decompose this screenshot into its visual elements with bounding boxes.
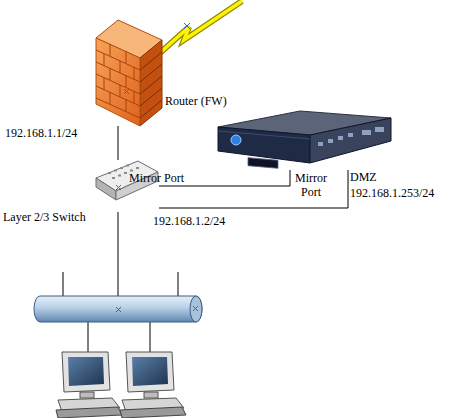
network-link — [159, 170, 348, 208]
node-label: Mirror Port — [285, 171, 337, 199]
device-node: Mirror PortLayer 2/3 Switch192.168.1.2/2… — [95, 160, 159, 212]
network-link — [118, 126, 119, 160]
node-label: 192.168.1.1/24 — [5, 126, 77, 140]
lan-wires — [63, 212, 178, 352]
appliance-icon — [218, 111, 391, 168]
device-node: Mirror PortDMZ192.168.1.253/24 — [215, 108, 393, 170]
node-label: Layer 2/3 Switch — [3, 210, 86, 224]
node-label: 192.168.1.2/24 — [153, 214, 225, 228]
wireless-bolt — [152, 1, 242, 60]
lan-bus — [34, 296, 202, 322]
node-label: DMZ — [350, 170, 377, 184]
node-label: Mirror Port — [129, 171, 184, 185]
pc-icon — [56, 352, 122, 418]
device-node: Router (FW)192.168.1.1/24 — [95, 20, 165, 126]
pc-icon — [120, 352, 186, 418]
firewall-icon — [96, 20, 162, 126]
node-label: 192.168.1.253/24 — [350, 186, 434, 200]
node-label: Router (FW) — [165, 94, 227, 108]
